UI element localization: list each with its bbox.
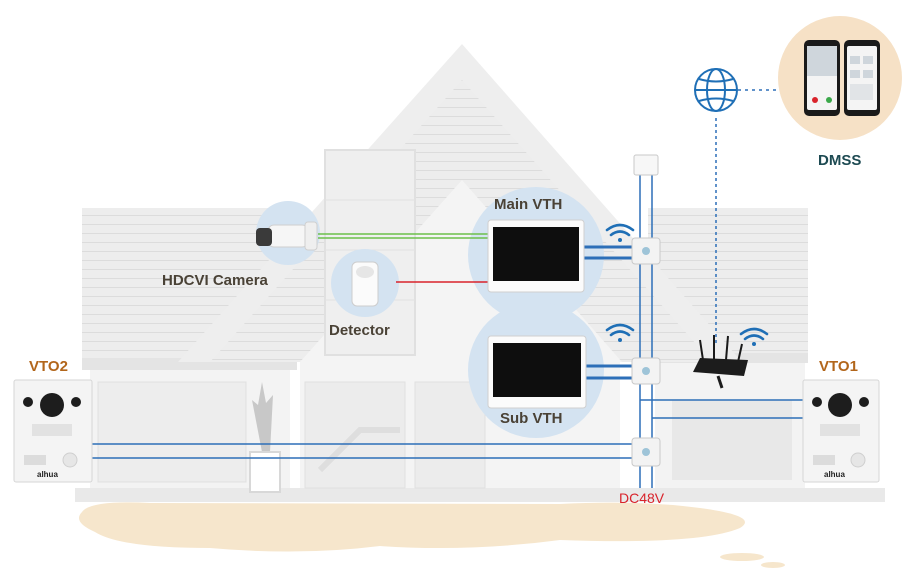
hdcvi-camera-label: HDCVI Camera: [162, 272, 268, 289]
vto1-door-station: [802, 379, 880, 483]
wifi-icon: [739, 327, 769, 346]
motion-detector: [351, 261, 379, 307]
main-vth-label: Main VTH: [494, 196, 563, 213]
sub-vth-label: Sub VTH: [500, 410, 563, 427]
dmss-label: DMSS: [818, 152, 862, 169]
junction-boxes: [631, 154, 661, 467]
vto1-label: VTO1: [819, 358, 858, 375]
vto2-door-station: [13, 379, 93, 483]
globe-icon: [694, 68, 738, 112]
wifi-icon: [605, 223, 635, 242]
sub-vth-monitor: [487, 335, 587, 409]
phone-icon: [804, 40, 840, 116]
detector-label: Detector: [329, 322, 390, 339]
main-vth-monitor: [487, 219, 585, 293]
vto2-label: VTO2: [29, 358, 68, 375]
ground-slab: [75, 488, 885, 502]
dc48v-label: DC48V: [619, 490, 665, 506]
vto2-brand-logo: alhua: [37, 470, 58, 479]
cables: [92, 89, 808, 488]
wifi-icon: [605, 323, 635, 342]
ground-shape: [78, 502, 785, 568]
phone-icon: [844, 40, 880, 116]
router-icon: [693, 335, 748, 389]
hdcvi-camera: [256, 221, 318, 251]
vto1-brand-logo: alhua: [824, 470, 845, 479]
